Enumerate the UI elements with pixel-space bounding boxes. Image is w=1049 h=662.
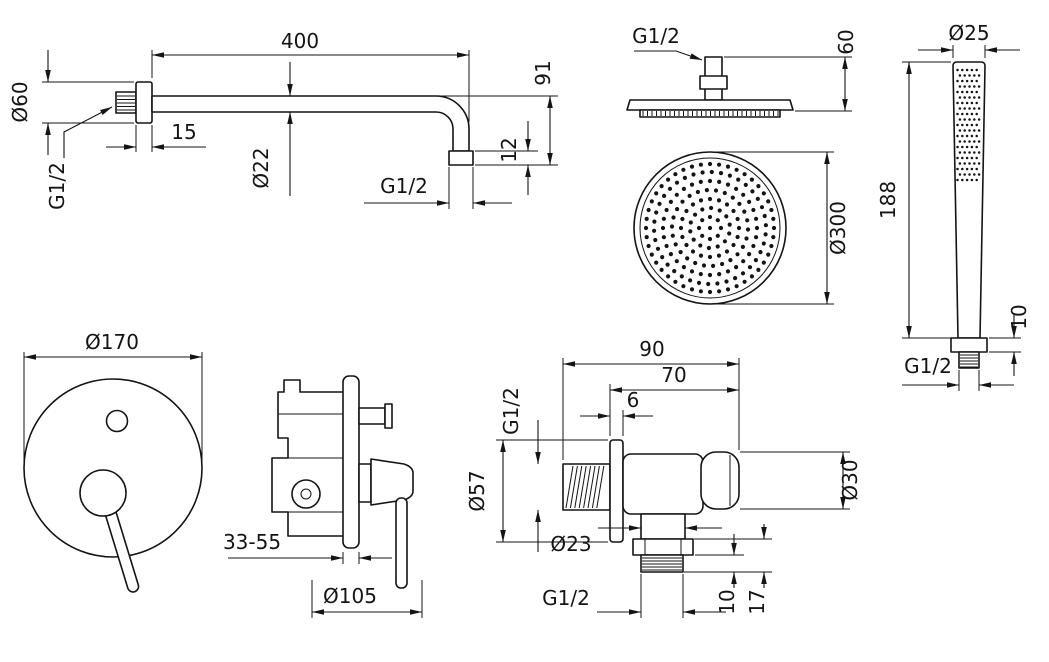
wall-plug-thread-hatch	[117, 95, 135, 111]
label-arm-outlet-height: 12	[497, 137, 521, 162]
outlet-body	[622, 453, 704, 515]
head-disc-side	[626, 99, 794, 111]
label-outlet-body-width: 70	[661, 363, 686, 387]
valve-plate-edge	[342, 375, 360, 549]
arm-pipe	[151, 95, 470, 152]
hand-shower-spray-dots	[956, 68, 981, 182]
arm-flange	[135, 81, 153, 124]
label-arm-pipe-dia: Ø22	[249, 147, 273, 188]
head-face-ticks	[642, 111, 779, 116]
outlet-inlet-thread-hatch	[565, 465, 605, 509]
outlet-bottom-thread-hatch	[642, 557, 682, 571]
label-valve-depth-range: 33-55	[223, 530, 281, 554]
outlet-inlet-pipe	[562, 463, 611, 511]
label-head-height: 60	[834, 29, 858, 54]
label-arm-wall-thread: G1/2	[45, 162, 69, 210]
valve-spout-cap	[384, 403, 393, 429]
valve-handle-body	[370, 458, 414, 506]
label-hand-nut-height: 10	[1007, 304, 1031, 329]
wall-outlet-view: 90 70 6 G1/2 Ø57 Ø30 Ø23 G1/2	[465, 337, 862, 618]
label-head-dia: Ø300	[826, 201, 850, 255]
label-outlet-flange-dia: Ø57	[465, 470, 489, 511]
shower-arm-view: 400 91 12 Ø60 15 Ø22 G1/2	[8, 29, 558, 210]
label-outlet-thread-len: 10	[715, 589, 739, 614]
diverter-knob	[105, 409, 129, 433]
hand-shower-view: Ø25 188 10 G1/2	[876, 21, 1031, 391]
label-outlet-pipe-dia: Ø23	[550, 532, 591, 556]
outlet-holder-cup	[700, 451, 740, 510]
label-outlet-width: 90	[639, 337, 664, 361]
label-head-thread: G1/2	[632, 24, 680, 48]
label-arm-drop: 91	[531, 60, 555, 85]
outlet-neck	[640, 513, 686, 540]
hand-shower-thread-hatch	[960, 354, 978, 368]
label-arm-flange-dia: Ø60	[8, 81, 32, 122]
head-nozzle-dots	[643, 161, 777, 295]
hand-shower-thread	[958, 351, 980, 369]
mixer-handle-base	[79, 469, 127, 517]
label-hand-length: 188	[876, 181, 900, 219]
label-outlet-holder-dia: Ø30	[838, 459, 862, 500]
label-valve-dia: Ø105	[323, 584, 377, 608]
label-plate-dia: Ø170	[85, 330, 139, 354]
label-arm-flange-depth: 15	[171, 120, 196, 144]
label-outlet-bottom-thread: G1/2	[542, 586, 590, 610]
label-hand-dia: Ø25	[948, 21, 989, 45]
label-outlet-inlet-thread: G1/2	[499, 387, 523, 435]
mixer-plate-view: Ø170	[23, 330, 203, 593]
valve-handle-lever	[395, 497, 408, 589]
label-arm-outlet-thread: G1/2	[380, 174, 428, 198]
label-hand-thread: G1/2	[904, 354, 952, 378]
outlet-nut	[632, 538, 694, 556]
arm-outlet-fitting	[448, 150, 474, 166]
valve-handle-adapter	[358, 463, 372, 503]
valve-spout-stub	[358, 407, 386, 425]
valve-port-circle	[291, 479, 321, 509]
outlet-flange	[609, 439, 624, 543]
label-outlet-total-len: 17	[745, 589, 769, 614]
plate-circle	[23, 378, 203, 558]
head-shower-view: G1/2 60 Ø300	[626, 24, 858, 305]
label-outlet-plate-thickness: 6	[627, 388, 640, 412]
head-disc-inner-ring	[639, 157, 781, 299]
hand-shower-nut	[950, 337, 988, 353]
head-joint	[699, 75, 728, 90]
label-arm-length: 400	[281, 29, 319, 53]
mixer-valve-view: 33-55 Ø105	[223, 375, 423, 618]
valve-port-inner	[300, 488, 312, 500]
